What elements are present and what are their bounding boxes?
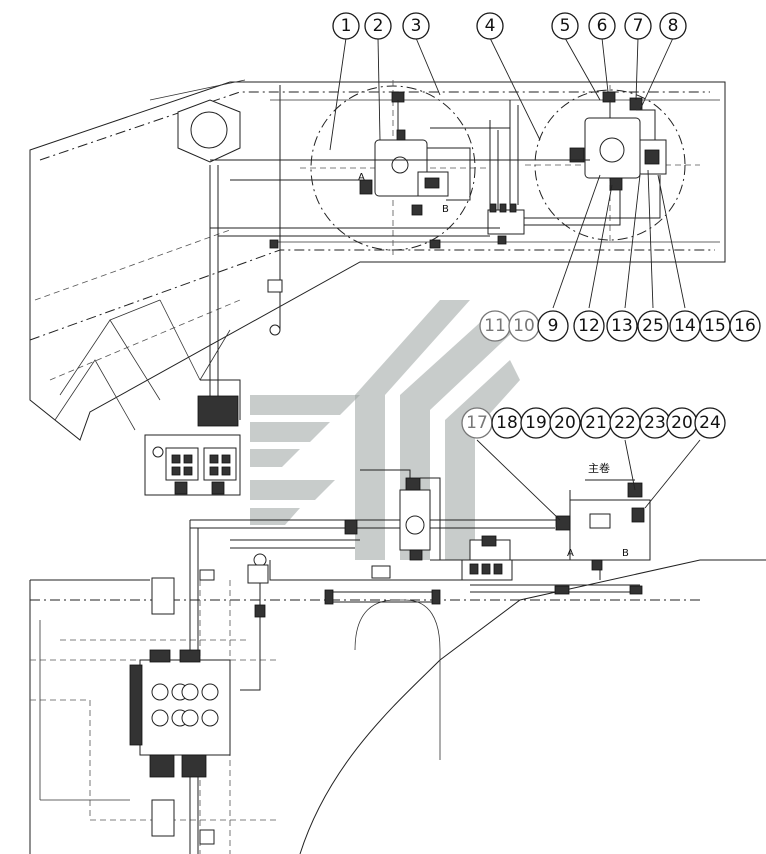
fitting (199, 829, 215, 845)
control-valve-icon (555, 482, 651, 571)
callout-22: 22 (609, 407, 641, 439)
svg-text:14: 14 (674, 316, 696, 336)
svg-text:18: 18 (496, 413, 518, 433)
port-label-a-top: A (358, 172, 365, 183)
winch-label: 主卷 (588, 461, 610, 475)
callout-23: 23 (639, 407, 671, 439)
port-label-b-lower: B (622, 548, 629, 559)
callout-5: 5 (551, 12, 579, 40)
hydraulic-motor-icon (359, 91, 471, 216)
svg-text:9: 9 (548, 316, 559, 336)
control-valve-icon (144, 395, 241, 496)
callout-20a: 20 (549, 407, 581, 439)
support-block (151, 577, 175, 615)
callout-15: 15 (699, 310, 731, 342)
callout-11: 11 (479, 310, 511, 342)
callout-12: 12 (573, 310, 605, 342)
callout-25: 25 (637, 310, 669, 342)
control-valve-icon (129, 649, 231, 778)
callout-16: 16 (729, 310, 761, 342)
svg-text:24: 24 (699, 413, 721, 433)
callout-14: 14 (669, 310, 701, 342)
valve-block-icon (487, 203, 525, 245)
svg-text:20: 20 (671, 413, 693, 433)
valve-block-icon (461, 535, 513, 581)
port-label-a-lower: A (567, 548, 574, 559)
svg-text:3: 3 (411, 16, 422, 36)
mounting-rail (324, 584, 643, 605)
svg-text:6: 6 (597, 16, 608, 36)
svg-text:23: 23 (644, 413, 666, 433)
svg-text:2: 2 (373, 16, 384, 36)
svg-text:10: 10 (513, 316, 535, 336)
support-block (151, 799, 175, 837)
svg-text:8: 8 (668, 16, 679, 36)
callout-17: 17 (461, 407, 493, 439)
svg-text:12: 12 (578, 316, 600, 336)
hydraulic-pipes-upper (200, 100, 661, 420)
callout-10: 10 (508, 310, 540, 342)
callout-1: 1 (332, 12, 360, 40)
svg-text:15: 15 (704, 316, 726, 336)
callout-4: 4 (476, 12, 504, 40)
callouts-top: 1 2 3 4 5 6 7 8 (332, 12, 687, 40)
hydraulic-motor-icon (344, 477, 431, 579)
callouts-mid: 11 10 9 12 13 25 14 15 16 (479, 310, 761, 342)
svg-text:11: 11 (484, 316, 506, 336)
svg-text:17: 17 (466, 413, 488, 433)
callout-18: 18 (491, 407, 523, 439)
svg-text:19: 19 (525, 413, 547, 433)
callout-6: 6 (588, 12, 616, 40)
fitting (199, 569, 215, 581)
port-label-b-top: B (442, 204, 449, 215)
callout-3: 3 (402, 12, 430, 40)
callout-2: 2 (364, 12, 392, 40)
callouts-lower: 17 18 19 20 21 22 23 20 24 (461, 407, 726, 439)
hydraulic-motor-icon (569, 91, 667, 191)
svg-text:13: 13 (611, 316, 633, 336)
svg-text:25: 25 (642, 316, 664, 336)
svg-text:16: 16 (734, 316, 756, 336)
callout-13: 13 (606, 310, 638, 342)
boom-structure (29, 79, 766, 854)
callout-9: 9 (537, 310, 569, 342)
leader-lines (329, 37, 701, 521)
callout-21: 21 (580, 407, 612, 439)
svg-text:20: 20 (554, 413, 576, 433)
svg-text:5: 5 (560, 16, 571, 36)
svg-text:4: 4 (485, 16, 496, 36)
callout-24: 24 (694, 407, 726, 439)
svg-text:22: 22 (614, 413, 636, 433)
callout-19: 19 (520, 407, 552, 439)
callout-7: 7 (624, 12, 652, 40)
svg-text:21: 21 (585, 413, 607, 433)
callout-20b: 20 (666, 407, 698, 439)
hydraulic-pipes-lower (189, 469, 635, 854)
callout-8: 8 (659, 12, 687, 40)
svg-text:1: 1 (341, 16, 352, 36)
svg-text:7: 7 (633, 16, 644, 36)
